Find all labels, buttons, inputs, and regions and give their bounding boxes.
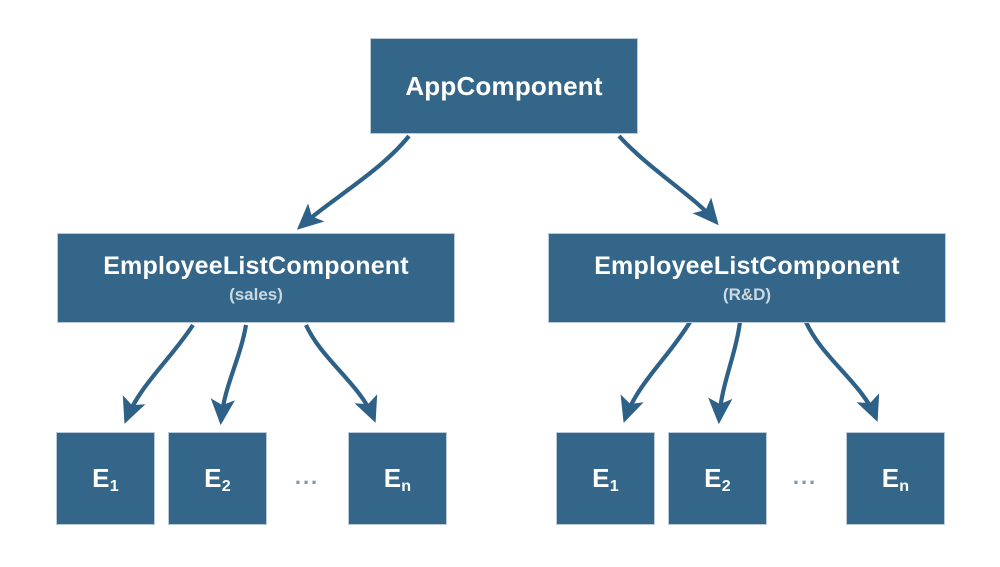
edge-rnd-to-en — [804, 321, 880, 422]
node-employee-rnd-n[interactable]: En — [846, 432, 945, 525]
node-employee-list-component-sales-label: EmployeeListComponent — [103, 251, 409, 280]
edge-app-to-sales — [296, 134, 411, 230]
node-employee-sales-2-label: E2 — [204, 463, 231, 495]
employee-index: n — [899, 476, 910, 495]
edge-rnd-to-e1 — [620, 320, 692, 423]
edge-app-to-rnd — [617, 134, 719, 226]
employee-index: 2 — [721, 476, 731, 495]
node-employee-sales-n[interactable]: En — [348, 432, 447, 525]
ellipsis-rnd: ... — [792, 464, 818, 489]
node-employee-list-component-rnd-sublabel: (R&D) — [722, 285, 772, 305]
node-employee-rnd-1[interactable]: E1 — [556, 432, 655, 525]
employee-base-letter: E — [881, 463, 900, 494]
employee-base-letter: E — [92, 463, 110, 494]
node-employee-rnd-2[interactable]: E2 — [668, 432, 767, 525]
node-employee-list-component-sales-sublabel: (sales) — [229, 285, 283, 305]
node-employee-list-component-sales[interactable]: EmployeeListComponent (sales) — [57, 233, 455, 323]
node-employee-sales-2[interactable]: E2 — [168, 432, 267, 525]
node-app-component-label: AppComponent — [405, 70, 603, 101]
employee-base-letter: E — [704, 463, 722, 494]
edge-rnd-to-e2 — [708, 321, 743, 425]
node-employee-rnd-n-label: En — [881, 463, 910, 495]
employee-index: 2 — [221, 476, 231, 495]
node-employee-sales-n-label: En — [383, 463, 412, 495]
node-app-component[interactable]: AppComponent — [370, 38, 638, 134]
employee-base-letter: E — [383, 463, 402, 494]
node-employee-sales-1-label: E1 — [92, 463, 119, 495]
ellipsis-sales: ... — [294, 464, 320, 489]
edge-sales-to-en — [304, 324, 378, 423]
node-employee-rnd-1-label: E1 — [592, 463, 619, 495]
node-employee-rnd-2-label: E2 — [704, 463, 731, 495]
node-employee-list-component-rnd-label: EmployeeListComponent — [594, 251, 900, 280]
edge-sales-to-e1 — [122, 323, 195, 424]
employee-base-letter: E — [592, 463, 610, 494]
employee-index: 1 — [609, 476, 619, 495]
node-employee-list-component-rnd[interactable]: EmployeeListComponent (R&D) — [548, 233, 946, 323]
employee-index: 1 — [109, 476, 119, 495]
node-employee-sales-1[interactable]: E1 — [56, 432, 155, 525]
employee-base-letter: E — [204, 463, 222, 494]
employee-index: n — [401, 476, 412, 495]
edge-sales-to-e2 — [210, 324, 249, 426]
